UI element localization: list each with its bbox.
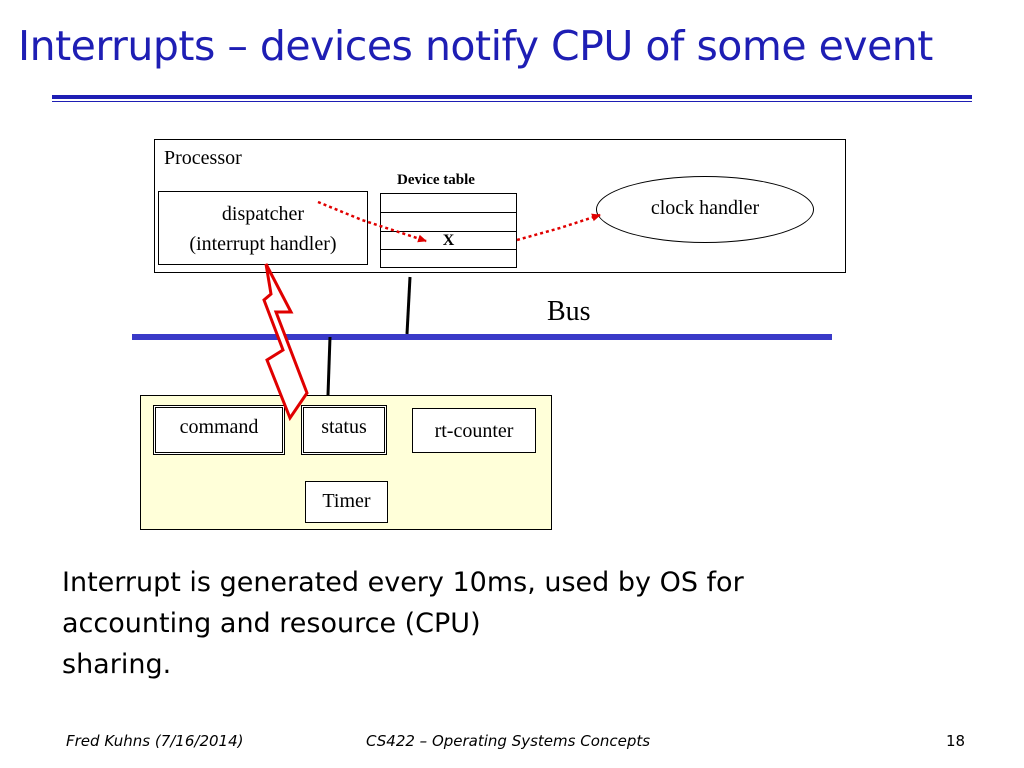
footer-author: Fred Kuhns (7/16/2014) bbox=[66, 732, 244, 750]
interrupt-handler-label: (interrupt handler) bbox=[189, 233, 337, 255]
command-register-label: command bbox=[179, 416, 259, 438]
body-text: Interrupt is generated every 10ms, used … bbox=[62, 562, 962, 685]
device-table-row bbox=[381, 250, 516, 267]
timer-bus-connector bbox=[326, 336, 332, 396]
command-register: command bbox=[153, 405, 285, 455]
device-table-row bbox=[381, 213, 516, 232]
device-table-entry: X bbox=[442, 232, 455, 249]
timer-box: Timer bbox=[305, 481, 388, 523]
processor-label: Processor bbox=[164, 147, 242, 169]
title-underline-thick bbox=[52, 95, 972, 99]
status-register-label: status bbox=[321, 416, 367, 438]
device-table: X bbox=[380, 193, 517, 268]
rt-counter-label: rt-counter bbox=[434, 420, 514, 442]
dispatcher-label: dispatcher bbox=[221, 203, 305, 225]
clock-handler-ellipse bbox=[596, 176, 814, 243]
title-underline-thin bbox=[52, 101, 972, 102]
timer-label: Timer bbox=[322, 490, 371, 512]
body-line-3: sharing. bbox=[62, 649, 172, 680]
device-table-row bbox=[381, 194, 516, 213]
rt-counter-register: rt-counter bbox=[412, 408, 536, 453]
dispatcher-text: dispatcher (interrupt handler) bbox=[158, 199, 368, 259]
device-table-row-entry: X bbox=[381, 232, 516, 250]
status-register: status bbox=[301, 405, 387, 455]
processor-bus-connector bbox=[405, 276, 412, 335]
body-line-1: Interrupt is generated every 10ms, used … bbox=[62, 567, 744, 598]
footer-course: CS422 – Operating Systems Concepts bbox=[366, 732, 651, 750]
clock-handler-label: clock handler bbox=[650, 197, 760, 219]
device-table-label: Device table bbox=[397, 172, 475, 188]
bus-label: Bus bbox=[547, 296, 591, 327]
body-line-2: accounting and resource (CPU) bbox=[62, 608, 481, 639]
slide-title: Interrupts – devices notify CPU of some … bbox=[18, 22, 933, 70]
footer-page-number: 18 bbox=[946, 732, 966, 750]
